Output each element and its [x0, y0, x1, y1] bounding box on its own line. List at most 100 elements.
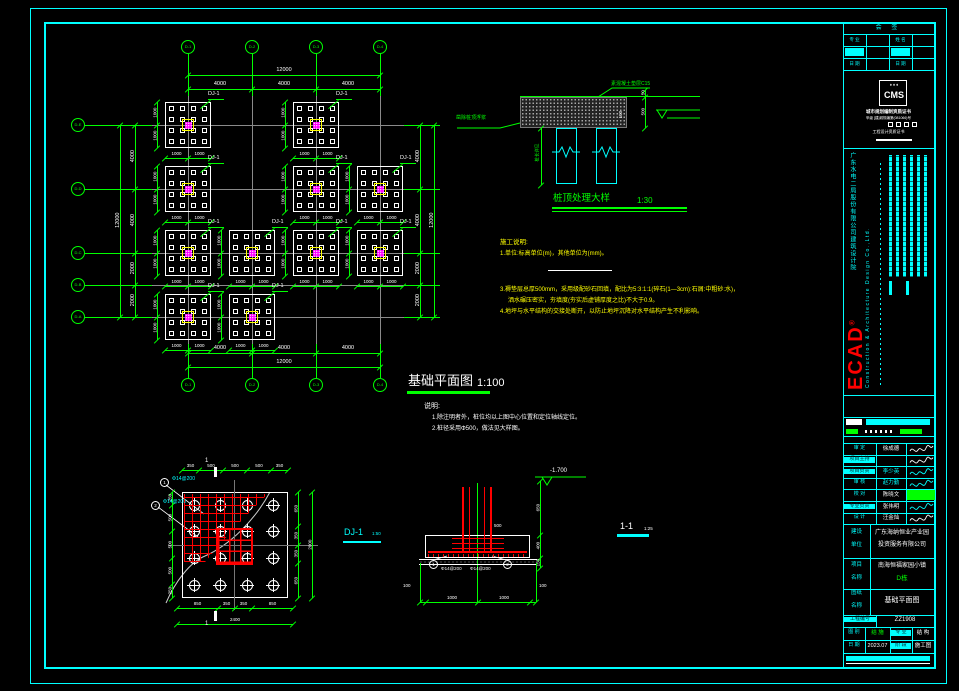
- pile-square: [191, 234, 196, 239]
- agency-seal-mini-box: [912, 122, 917, 127]
- dim-label: 1000: [152, 322, 158, 333]
- pile-detail-title: 桩顶处理大样: [553, 193, 611, 204]
- project-block: D栋: [896, 575, 908, 582]
- cap-leader-underline: [336, 99, 352, 100]
- countersign-cell: 日 期: [895, 61, 906, 66]
- sign-name: 汪金灿: [882, 515, 900, 522]
- grid-line-h: [152, 125, 404, 126]
- pile-cap-outline: [229, 230, 275, 276]
- cap-label: DJ-1: [336, 91, 348, 97]
- pile-cross-v: [247, 578, 248, 592]
- pile-square: [180, 234, 185, 239]
- sign-role-label: 校 对: [853, 490, 866, 497]
- pile-square: [169, 192, 174, 197]
- cap-label: DJ-1: [272, 219, 284, 225]
- pile-square: [330, 203, 335, 208]
- section-cut-number: 1: [205, 621, 209, 627]
- dim-line: [120, 125, 121, 317]
- titleblock-separator: [843, 653, 934, 654]
- pile-square: [297, 234, 302, 239]
- pile-square: [233, 320, 238, 325]
- pile-square: [191, 298, 196, 303]
- pile-square: [202, 128, 207, 133]
- dim-label: 12000: [114, 212, 121, 229]
- cap-leader-underline: [208, 99, 224, 100]
- pile-square: [308, 170, 313, 175]
- agency-seal-mini-box: [888, 122, 893, 127]
- titleblock-separator: [843, 34, 934, 35]
- pile-square: [169, 117, 174, 122]
- pile-square: [372, 170, 377, 175]
- pile-square: [383, 234, 388, 239]
- pile-square: [202, 203, 207, 208]
- cert-text-column: [889, 155, 892, 277]
- dim-label: 350: [239, 601, 248, 606]
- pile-square: [244, 267, 249, 272]
- field-label: 名称: [850, 574, 862, 581]
- meta-label: 阶 段: [891, 642, 911, 649]
- pile-cross-v: [273, 498, 274, 512]
- column-core: [184, 313, 192, 321]
- pile-square: [169, 267, 174, 272]
- cert-text-column-short: [906, 281, 909, 295]
- dim-label: 1000: [171, 151, 182, 156]
- pile-square: [297, 256, 302, 261]
- pile-square: [330, 106, 335, 111]
- sign-row-line: [843, 501, 934, 502]
- cert-strip-white: [846, 419, 862, 425]
- column-box: [374, 183, 386, 195]
- dim-line: [420, 125, 421, 317]
- dim-label: 1000: [235, 279, 246, 284]
- axis-bubble: D-1: [181, 378, 195, 392]
- cert-strip-green: [900, 429, 922, 434]
- pile-square: [244, 298, 249, 303]
- seal-glyphs: ♦ ♦ ♦: [889, 82, 899, 87]
- cap-leader-underline: [400, 227, 416, 228]
- pile-square: [383, 203, 388, 208]
- pile-square: [319, 170, 324, 175]
- pile-cross-v: [220, 578, 221, 592]
- cert-text-column: [910, 155, 913, 277]
- dim-label: 1000: [194, 279, 205, 284]
- meta-label: 专 业: [891, 629, 911, 636]
- pile-square: [330, 192, 335, 197]
- dim-label: 1000: [194, 215, 205, 220]
- pile-square: [297, 128, 302, 133]
- sign-row-line: [843, 466, 934, 468]
- dim-label: 1000: [363, 215, 374, 220]
- dim-label: 1000: [194, 151, 205, 156]
- dim-label: 1000: [152, 258, 158, 269]
- cap-label: DJ-1: [208, 91, 220, 97]
- stirrup: [452, 543, 504, 544]
- pile-square: [202, 192, 207, 197]
- detail-scale: 1:50: [372, 531, 381, 536]
- pile-square: [244, 331, 249, 336]
- plan-title: 基础平面图: [408, 373, 474, 388]
- titleblock-separator: [843, 58, 934, 59]
- pile-square: [394, 267, 399, 272]
- pile-square: [394, 170, 399, 175]
- column-width-dim: 500: [494, 523, 502, 528]
- dim-label: 650: [535, 503, 541, 512]
- countersign-cell: 姓 名: [895, 37, 906, 42]
- pile-square: [297, 267, 302, 272]
- dim-label: 12000: [428, 212, 435, 229]
- pile-cap-outline: [165, 102, 211, 148]
- dim-line: [188, 353, 380, 354]
- titleblock-bottom-bar: [846, 656, 930, 661]
- countersign-highlight: [845, 48, 864, 56]
- pile-square: [233, 256, 238, 261]
- pile-cap-outline: [357, 230, 403, 276]
- pile-cap-outline: [165, 230, 211, 276]
- dim-label: 500: [167, 513, 173, 522]
- pile-square: [394, 234, 399, 239]
- titleblock-separator-v: [866, 34, 867, 70]
- plan-title-scale: 1:100: [477, 377, 505, 389]
- titleblock-separator-v: [865, 627, 866, 653]
- dim-label: 350: [222, 601, 231, 606]
- cert-strip-cyan: [866, 419, 930, 425]
- column-box: [182, 119, 194, 131]
- sign-role-label: 项目主持: [844, 456, 875, 463]
- slab-edge-dim: 100: [618, 110, 624, 119]
- pile-square: [394, 256, 399, 261]
